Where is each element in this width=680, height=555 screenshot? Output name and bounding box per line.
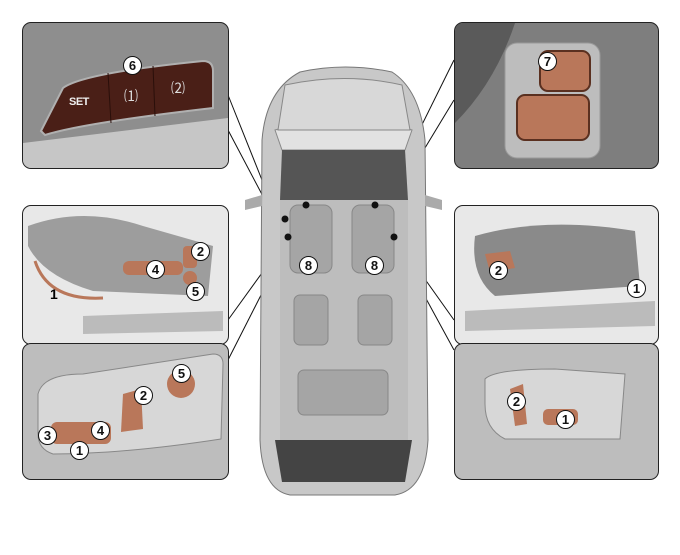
- memory-switch-panel: SET ⑴ ⑵ 6: [22, 22, 229, 169]
- callout-2: 2: [507, 392, 526, 411]
- seat-controls-right-panel: 2 1: [454, 343, 659, 480]
- callout-6: 6: [123, 56, 142, 75]
- callout-8-left: 8: [299, 256, 318, 275]
- memory-1-button-icon[interactable]: ⑴: [124, 88, 138, 104]
- callout-3: 3: [38, 426, 57, 445]
- seat-side-right-panel: 2 1: [454, 205, 659, 345]
- seat-side-left-panel: 2 4 5 1: [22, 205, 229, 345]
- callout-4: 4: [91, 421, 110, 440]
- callout-2: 2: [489, 261, 508, 280]
- callout-2: 2: [134, 386, 153, 405]
- headrest-switch-panel: 7: [454, 22, 659, 169]
- callout-5: 5: [186, 282, 205, 301]
- callout-4: 4: [146, 260, 165, 279]
- callout-2: 2: [191, 242, 210, 261]
- seat-controls-left-panel: 5 2 3 4 1: [22, 343, 229, 480]
- callout-1: 1: [50, 286, 58, 302]
- callout-7: 7: [538, 52, 557, 71]
- callout-1: 1: [70, 441, 89, 460]
- callout-8-right: 8: [365, 256, 384, 275]
- memory-2-button-icon[interactable]: ⑵: [171, 80, 185, 96]
- callout-1: 1: [556, 410, 575, 429]
- callout-5: 5: [172, 364, 191, 383]
- callout-1: 1: [627, 279, 646, 298]
- set-button[interactable]: SET: [69, 96, 89, 108]
